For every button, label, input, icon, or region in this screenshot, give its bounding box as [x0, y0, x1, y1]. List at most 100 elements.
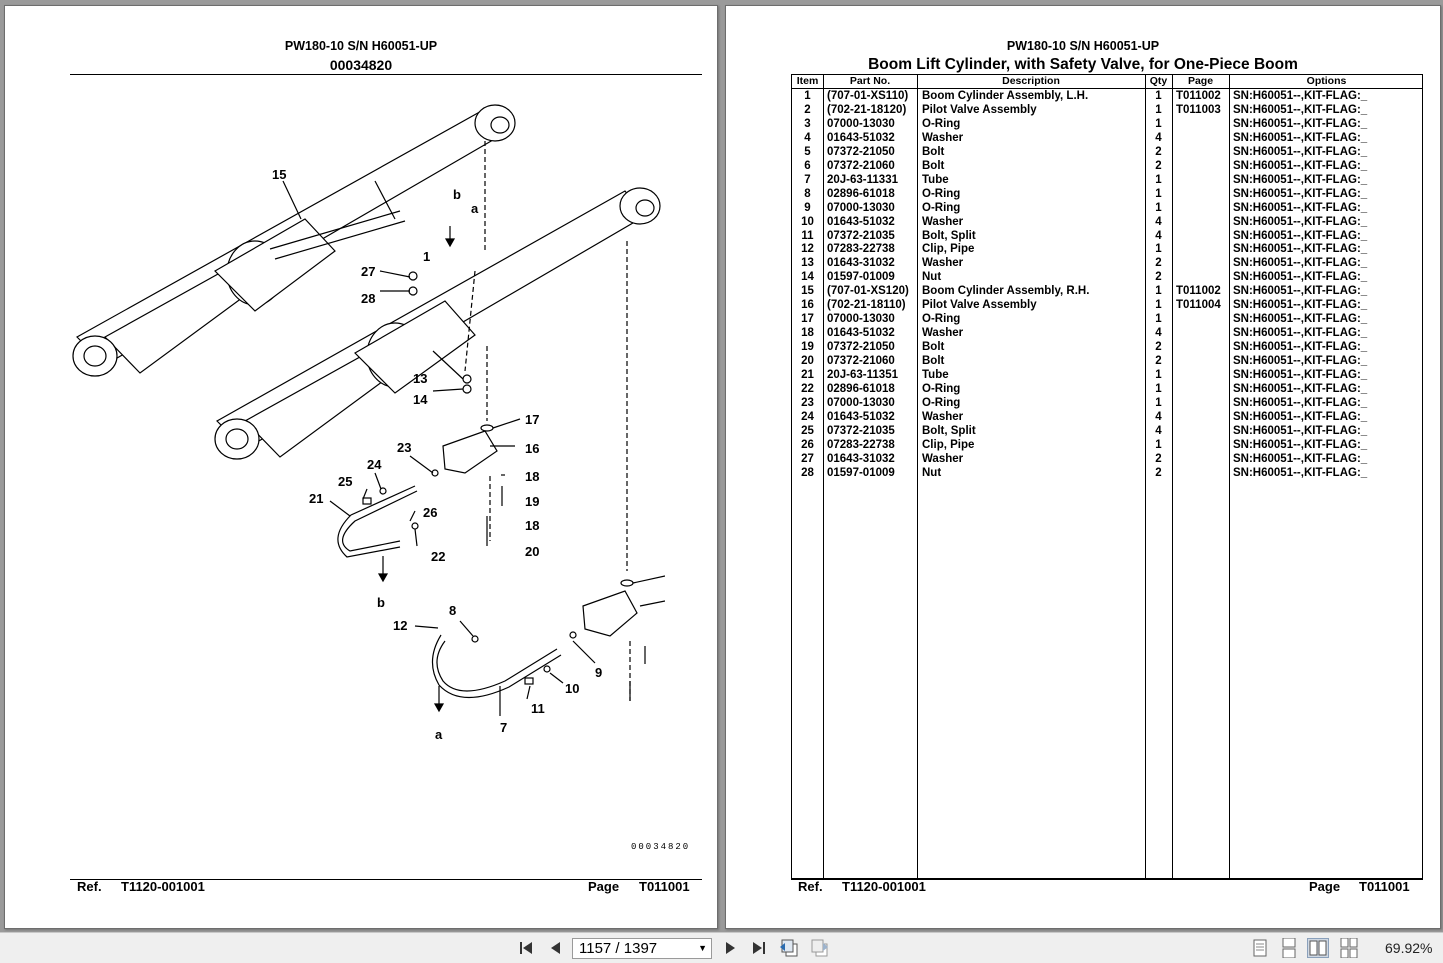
item-cell: 19: [801, 341, 814, 354]
callout: 23: [397, 440, 411, 455]
qty-cell: 1: [1155, 396, 1162, 409]
callout: 8: [449, 603, 456, 618]
callout: 19: [525, 494, 539, 509]
ref-label: Ref.: [798, 879, 823, 894]
continuous-view-icon[interactable]: [1278, 937, 1300, 959]
zoom-level[interactable]: 69.92%: [1385, 940, 1433, 956]
part-number-cell: (707-01-XS120): [827, 285, 909, 298]
part-number-cell: 01643-51032: [827, 327, 895, 340]
next-page-icon[interactable]: [719, 938, 741, 958]
options-cell: SN:H60051--,KIT-FLAG:_: [1233, 103, 1368, 116]
part-number-cell: 07000-13030: [827, 313, 895, 326]
last-page-icon[interactable]: [748, 938, 770, 958]
table-row: 1(707-01-XS110)Boom Cylinder Assembly, L…: [792, 89, 1422, 103]
previous-page-icon[interactable]: [545, 938, 567, 958]
callout: b: [377, 595, 385, 610]
item-cell: 8: [804, 187, 811, 200]
item-cell: 4: [804, 131, 811, 144]
part-number-cell: 01643-51032: [827, 131, 895, 144]
callout: 10: [565, 681, 579, 696]
options-cell: SN:H60051--,KIT-FLAG:_: [1233, 187, 1368, 200]
description-cell: Clip, Pipe: [922, 438, 975, 451]
part-number-cell: 07000-13030: [827, 201, 895, 214]
continuous-two-page-view-icon[interactable]: [1338, 937, 1360, 959]
previous-view-icon[interactable]: [778, 938, 800, 958]
item-cell: 9: [804, 201, 811, 214]
part-number-cell: 07372-21060: [827, 355, 895, 368]
page-label: Page: [588, 879, 620, 894]
item-cell: 28: [801, 466, 814, 479]
part-number-cell: (702-21-18120): [827, 103, 907, 116]
tube-7-drawing: [436, 640, 558, 692]
footer-divider: [791, 879, 1423, 880]
two-page-view-icon[interactable]: [1307, 938, 1329, 958]
callout: 22: [431, 549, 445, 564]
options-cell: SN:H60051--,KIT-FLAG:_: [1233, 131, 1368, 144]
part-number-cell: 07372-21060: [827, 159, 895, 172]
callout: 9: [595, 665, 602, 680]
callout: 17: [525, 412, 539, 427]
description-cell: Boom Cylinder Assembly, R.H.: [922, 285, 1090, 298]
description-cell: Washer: [922, 410, 964, 423]
description-cell: Washer: [922, 257, 964, 270]
description-cell: Bolt, Split: [922, 424, 976, 437]
part-number-cell: 01643-51032: [827, 410, 895, 423]
qty-cell: 4: [1155, 327, 1162, 340]
part-number-cell: 02896-61018: [827, 382, 895, 395]
table-header: Item Part No. Description Qty Page Optio…: [792, 75, 1422, 89]
options-cell: SN:H60051--,KIT-FLAG:_: [1233, 215, 1368, 228]
part-number-cell: 07283-22738: [827, 438, 895, 451]
options-cell: SN:H60051--,KIT-FLAG:_: [1233, 173, 1368, 186]
callout: 1: [423, 249, 430, 264]
qty-cell: 2: [1155, 452, 1162, 465]
description-cell: Washer: [922, 215, 964, 228]
description-cell: Washer: [922, 327, 964, 340]
callout: 11: [531, 701, 545, 716]
options-cell: SN:H60051--,KIT-FLAG:_: [1233, 396, 1368, 409]
part-number-cell: (702-21-18110): [827, 299, 906, 312]
next-view-icon[interactable]: [808, 938, 830, 958]
options-cell: SN:H60051--,KIT-FLAG:_: [1233, 145, 1368, 158]
qty-cell: 4: [1155, 410, 1162, 423]
callout: 25: [338, 474, 352, 489]
callout: 12: [393, 618, 407, 633]
parts-table: Item Part No. Description Qty Page Optio…: [791, 74, 1423, 879]
first-page-icon[interactable]: [516, 938, 538, 958]
item-cell: 22: [801, 382, 814, 395]
description-cell: Tube: [922, 369, 949, 381]
header-divider: [70, 74, 702, 75]
callout: 16: [525, 441, 539, 456]
callout: a: [435, 727, 443, 742]
qty-cell: 4: [1155, 215, 1162, 228]
item-cell: 12: [801, 243, 814, 256]
boom-cylinder-lh-drawing: [214, 187, 661, 460]
callout: 7: [500, 720, 507, 735]
item-cell: 20: [801, 355, 814, 368]
callout: 28: [361, 291, 375, 306]
group-code: 00034820: [329, 57, 393, 73]
item-cell: 3: [804, 117, 811, 130]
single-page-view-icon[interactable]: [1249, 938, 1271, 958]
qty-cell: 1: [1155, 201, 1162, 214]
options-cell: SN:H60051--,KIT-FLAG:_: [1233, 355, 1368, 368]
right-page: PW180-10 S/N H60051-UP Boom Lift Cylinde…: [725, 5, 1441, 929]
qty-cell: 4: [1155, 229, 1162, 242]
description-cell: O-Ring: [922, 382, 961, 395]
qty-cell: 1: [1155, 243, 1162, 256]
part-number-cell: 01643-31032: [827, 257, 895, 270]
page-number-select[interactable]: 1157 / 1397 ▼: [572, 938, 712, 959]
qty-cell: 1: [1155, 369, 1162, 381]
column-header-part-no: Part No.: [849, 75, 891, 87]
callout: a: [471, 201, 479, 216]
options-cell: SN:H60051--,KIT-FLAG:_: [1233, 90, 1368, 102]
image-code: 00034820: [631, 842, 691, 852]
